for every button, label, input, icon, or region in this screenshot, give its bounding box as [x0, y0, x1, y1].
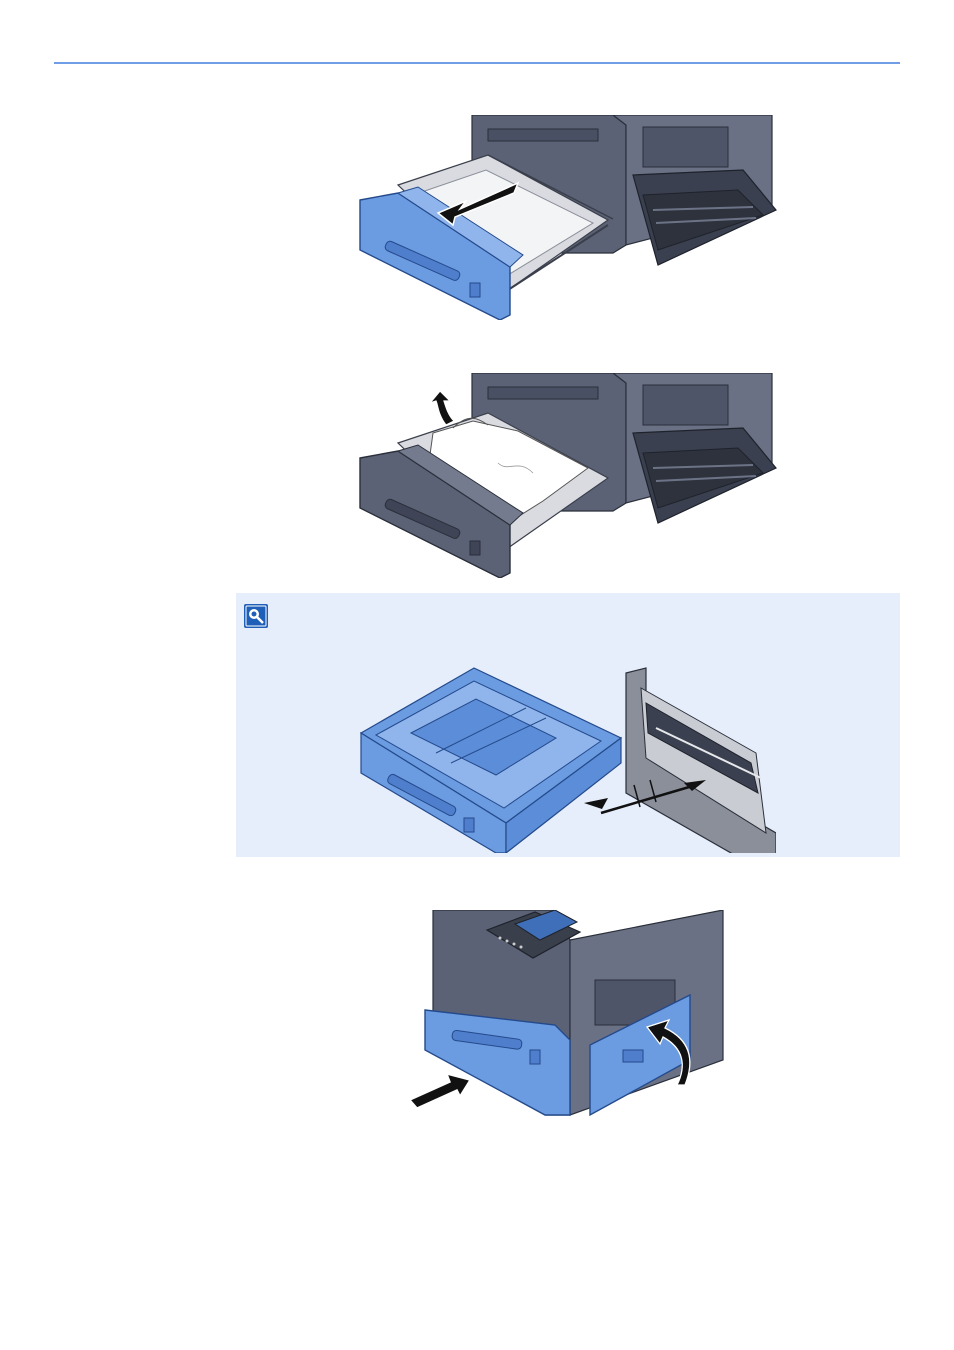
note-icon	[244, 604, 268, 628]
cassette-removed-illustration	[356, 663, 776, 853]
jammed-paper-illustration	[358, 373, 778, 578]
figure-jammed-paper-removal	[358, 373, 778, 578]
cassette-pulled-out-illustration	[358, 115, 778, 320]
header-rule	[54, 62, 900, 64]
cassette-reinserted-illustration	[405, 910, 725, 1120]
figure-cassette-pulled-out	[358, 115, 778, 320]
push-in-arrow	[410, 1074, 470, 1108]
lift-paper-arrow	[430, 391, 454, 425]
note-panel	[236, 593, 900, 857]
figure-cassette-reinserted	[405, 910, 725, 1120]
figure-cassette-fully-removed	[356, 663, 776, 853]
